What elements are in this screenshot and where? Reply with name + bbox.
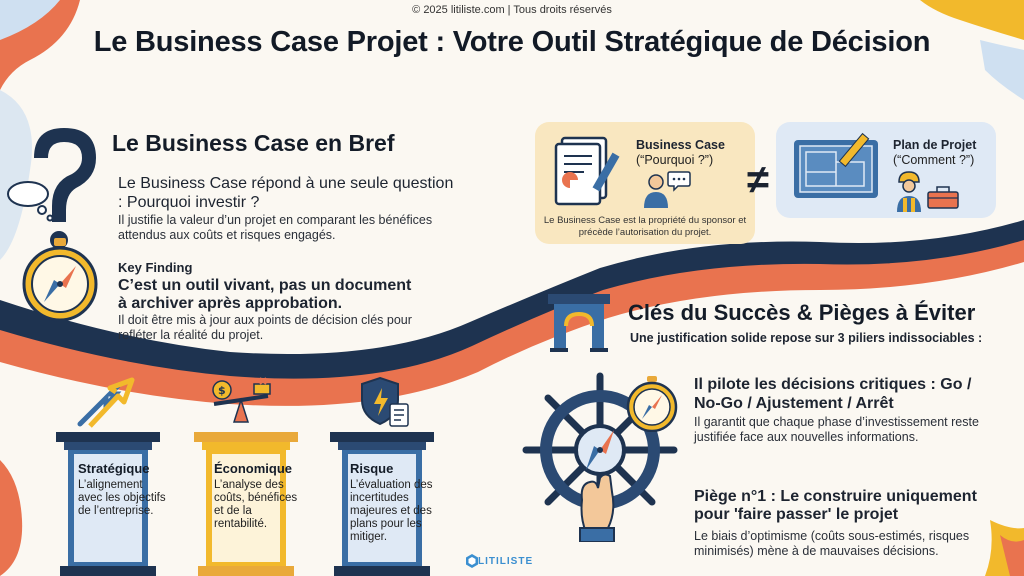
shield-icon <box>361 376 409 427</box>
trap-desc: Le biais d’optimisme (coûts sous-estimés… <box>694 529 970 558</box>
balance-scale-icon: $ <box>212 377 271 423</box>
copyright-notice: © 2025 litiliste.com | Tous droits réser… <box>412 4 612 16</box>
page-title: Le Business Case Projet : Votre Outil St… <box>93 26 931 58</box>
project-plan-subtitle: (“Comment ?”) <box>893 153 975 167</box>
ship-wheel-icon <box>522 372 678 542</box>
worker-icon <box>897 171 921 212</box>
logo-icon <box>466 554 478 568</box>
compass-icon <box>22 238 98 322</box>
pillar-strategic-name: Stratégique <box>78 461 150 476</box>
thought-bubble-icon <box>7 181 54 222</box>
key-finding-title: C’est un outil vivant, pas un document à… <box>118 277 412 312</box>
pillar-risk-desc: L’évaluation des incertitudes majeures e… <box>350 479 433 543</box>
key-finding-label: Key Finding <box>118 260 193 275</box>
svg-text:$: $ <box>218 384 226 397</box>
presenter-icon <box>644 171 691 208</box>
project-plan-title: Plan de Projet <box>893 138 977 152</box>
trap-title: Piège n°1 : Le construire uniquement pou… <box>694 488 977 523</box>
brand-logo-text: LITILISTE <box>478 556 534 567</box>
keys-subtitle: Une justification solide repose sur 3 pi… <box>630 331 983 345</box>
pillar-strategic-desc: L’alignement avec les objectifs de l’ent… <box>78 479 166 517</box>
not-equal-sign: ≠ <box>747 158 769 202</box>
pillar-economic-name: Économique <box>214 461 293 476</box>
document-icon <box>554 136 620 206</box>
business-case-note: Le Business Case est la propriété du spo… <box>543 215 747 238</box>
pillar-risk-name: Risque <box>350 461 394 476</box>
keys-title: Clés du Succès & Pièges à Éviter <box>628 300 976 325</box>
pillar-risk: Risque L’évaluation des incertitudes maj… <box>350 462 440 544</box>
arch-icon <box>548 294 610 352</box>
toolbox-icon <box>927 186 959 209</box>
bref-title: Le Business Case en Bref <box>112 130 395 156</box>
compass-icon <box>626 376 678 432</box>
pilot-desc: Il garantit que chaque phase d’investiss… <box>694 415 979 444</box>
business-case-subtitle: (“Pourquoi ?”) <box>636 153 714 167</box>
pillars-illustration <box>56 432 434 576</box>
pilot-title: Il pilote les décisions critiques : Go /… <box>694 376 972 412</box>
pillar-economic-desc: L’analyse des coûts, bénéfices et de la … <box>214 479 298 530</box>
key-finding-desc: Il doit être mis à jour aux points de dé… <box>118 313 412 342</box>
question-desc: Il justifie la valeur d’un projet en com… <box>118 213 433 242</box>
pillar-strategic: Stratégique L’alignement avec les object… <box>78 462 168 518</box>
business-case-title: Business Case <box>636 138 725 152</box>
pillar-economic: Économique L’analyse des coûts, bénéfice… <box>214 462 304 531</box>
question-title: Le Business Case répond à une seule ques… <box>118 175 454 211</box>
blueprint-icon <box>794 132 878 198</box>
arrows-up-icon <box>77 377 135 428</box>
